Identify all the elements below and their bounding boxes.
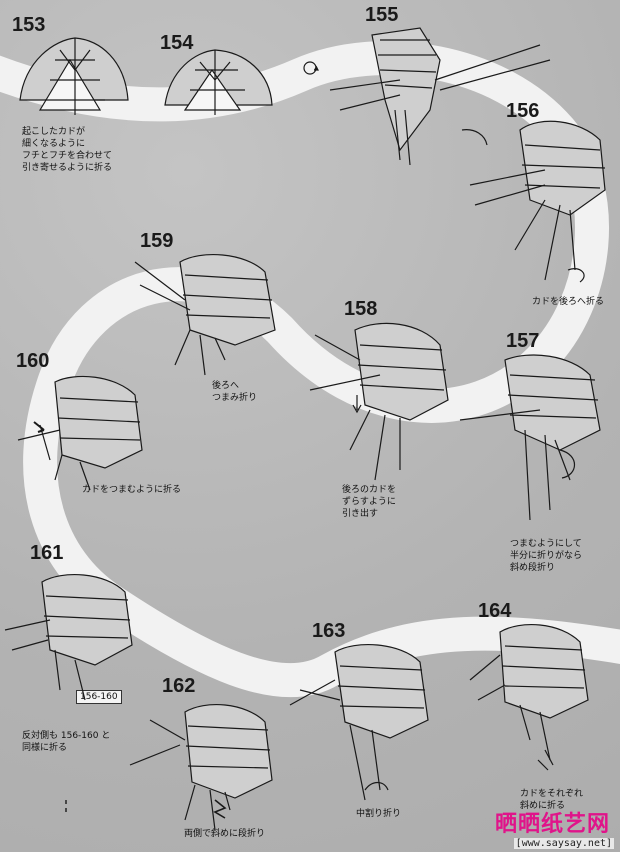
note-162: 両側で斜めに段折り bbox=[184, 829, 266, 839]
note-163: 中割り折り bbox=[356, 809, 402, 819]
figure-156 bbox=[469, 120, 606, 283]
source-url: [www.saysay.net] bbox=[513, 838, 614, 849]
brand-logo: 晒晒纸艺网 bbox=[494, 812, 610, 837]
step-156: 156 bbox=[506, 100, 540, 122]
step-157: 157 bbox=[506, 330, 540, 352]
step-161: 161 bbox=[30, 542, 64, 564]
step-164: 164 bbox=[478, 600, 512, 622]
figure-159 bbox=[134, 253, 276, 376]
note-156: カドを後ろへ折る bbox=[532, 297, 605, 307]
note-160: カドをつまむように折る bbox=[82, 485, 182, 495]
step-153: 153 bbox=[12, 14, 46, 36]
step-163: 163 bbox=[312, 620, 346, 642]
figure-163 bbox=[289, 643, 429, 801]
arrow-155-156 bbox=[461, 129, 488, 146]
note-159: 後ろへ つまみ折り bbox=[212, 381, 258, 403]
note-161: 反対側も 156-160 と 同様に折る bbox=[22, 731, 111, 753]
note-153: 起こしたカドが 細くなるように フチとフチを合わせて 引き寄せるように折る bbox=[22, 127, 113, 173]
figure-158 bbox=[309, 322, 449, 481]
figure-164 bbox=[469, 623, 589, 771]
figure-153 bbox=[19, 37, 129, 115]
figure-154 bbox=[164, 49, 273, 115]
path-stroke bbox=[0, 41, 620, 698]
step-158: 158 bbox=[344, 298, 378, 320]
figure-157 bbox=[459, 354, 601, 521]
figure-162 bbox=[129, 703, 273, 831]
step-160: 160 bbox=[16, 350, 50, 372]
reference-box: 156-160 bbox=[76, 690, 122, 704]
figure-160 bbox=[17, 375, 143, 491]
figure-161 bbox=[4, 573, 133, 701]
note-158: 後ろのカドを ずらすように 引き出す bbox=[342, 485, 397, 519]
step-154: 154 bbox=[160, 32, 194, 54]
step-162: 162 bbox=[162, 675, 196, 697]
step-159: 159 bbox=[140, 230, 174, 252]
figure-155 bbox=[329, 27, 551, 166]
rotate-icon bbox=[303, 61, 319, 75]
step-155: 155 bbox=[365, 4, 399, 26]
note-164: カドをそれぞれ 斜めに折る bbox=[520, 789, 584, 811]
note-157: つまむようにして 半分に折りがなら 斜め段折り bbox=[510, 539, 583, 573]
